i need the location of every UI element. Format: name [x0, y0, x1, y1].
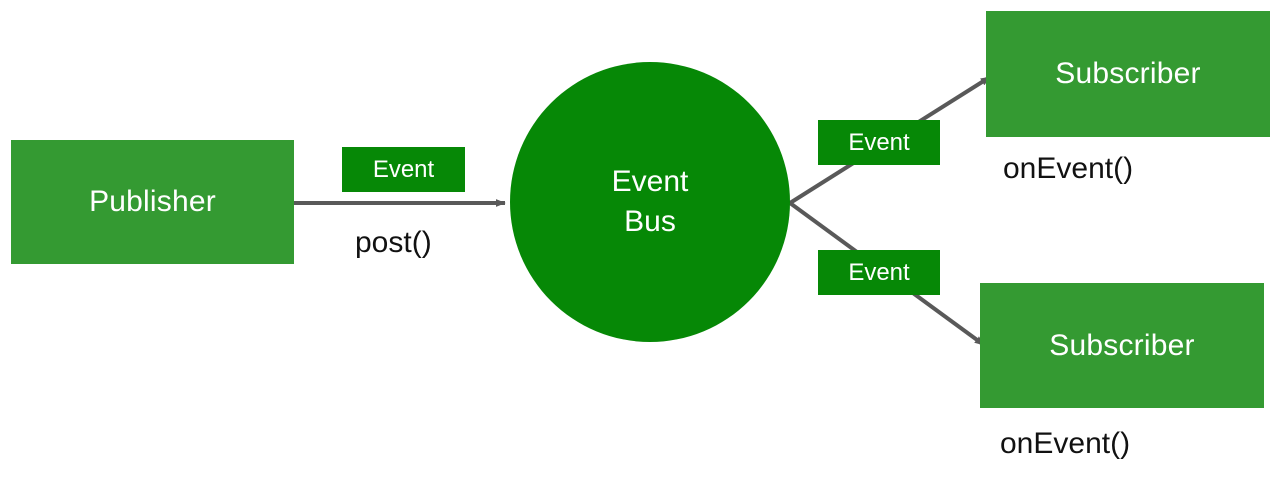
node-publisher-label: Publisher — [89, 185, 216, 218]
node-event-bus-label-line2: Bus — [624, 205, 676, 238]
edge-label-post: post() — [355, 226, 432, 259]
node-publisher[interactable]: Publisher — [11, 140, 294, 264]
badge-event-deliver-2: Event — [818, 250, 940, 295]
badge-event-deliver-1-label: Event — [848, 128, 910, 156]
node-subscriber-2[interactable]: Subscriber — [980, 283, 1264, 408]
badge-event-deliver-2-label: Event — [848, 258, 910, 286]
node-event-bus-label-line1: Event — [611, 164, 689, 198]
node-subscriber-2-label: Subscriber — [1049, 328, 1195, 362]
node-subscriber-1-label: Subscriber — [1055, 57, 1201, 90]
edge-label-onevent-2: onEvent() — [1000, 427, 1131, 460]
node-subscriber-1[interactable]: Subscriber — [986, 11, 1270, 137]
badge-event-publish-label: Event — [372, 155, 435, 183]
node-event-bus[interactable]: Event Bus — [510, 62, 790, 342]
badge-event-publish: Event — [342, 147, 465, 192]
edge-label-onevent-1: onEvent() — [1003, 152, 1134, 185]
badge-event-deliver-1: Event — [818, 120, 940, 165]
